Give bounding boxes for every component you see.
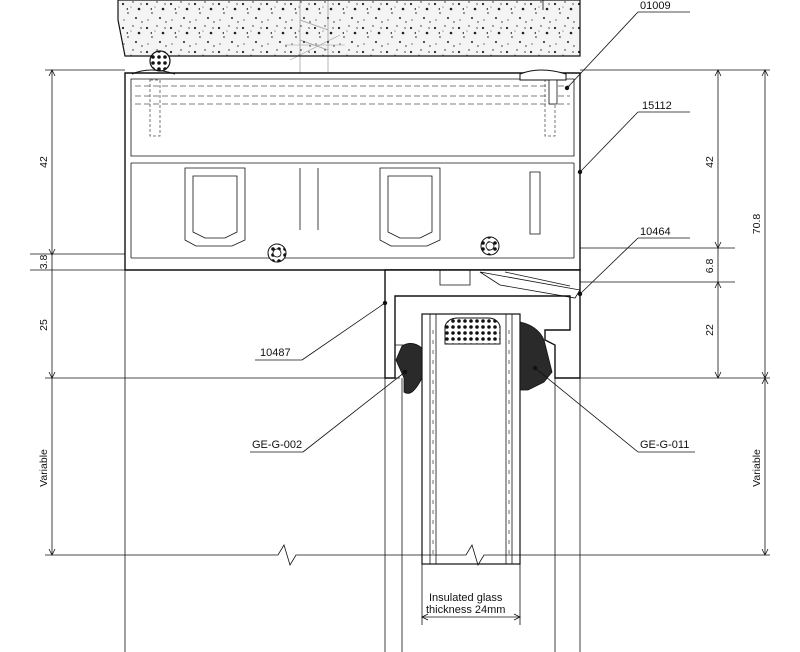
dim-right-22: 22 — [704, 324, 716, 336]
dim-left-42: 42 — [38, 156, 50, 168]
dim-left-variable: Variable — [38, 449, 50, 487]
gasket-ge-g-011 — [519, 321, 553, 391]
dim-right-70-8: 70.8 — [751, 214, 763, 235]
profile-01009 — [131, 69, 567, 105]
concrete-slab — [117, 0, 581, 57]
label-ge-g-002: GE-G-002 — [252, 439, 302, 451]
label-01009: 01009 — [640, 0, 671, 12]
dim-left-3-8: 3.8 — [38, 255, 50, 270]
break-lines — [45, 544, 770, 566]
label-10487: 10487 — [260, 347, 291, 359]
label-glass-line2: thickness 24mm — [426, 604, 505, 616]
profile-10464 — [504, 271, 571, 287]
gasket-ge-g-002 — [395, 343, 423, 394]
right-dimensions — [580, 69, 770, 556]
left-dimensions — [30, 69, 400, 556]
dim-right-variable: Variable — [751, 449, 763, 487]
insulated-glass-unit — [421, 313, 521, 565]
label-glass-line1: Insulated glass — [429, 592, 503, 604]
sealing-cord — [149, 50, 171, 72]
dim-right-6-8: 6.8 — [704, 259, 716, 274]
dim-left-25: 25 — [38, 319, 50, 331]
dim-right-42: 42 — [704, 156, 716, 168]
profile-15112 — [124, 72, 581, 271]
label-ge-g-011: GE-G-011 — [640, 439, 689, 451]
extension-lines — [124, 270, 581, 652]
label-10464: 10464 — [640, 226, 671, 238]
glass-thickness-dimension — [421, 613, 521, 621]
label-15112: 15112 — [642, 100, 672, 112]
leader-lines — [250, 11, 695, 453]
